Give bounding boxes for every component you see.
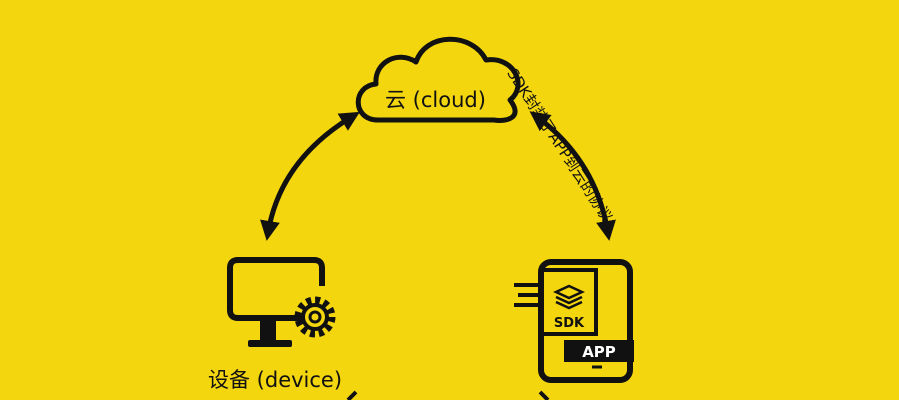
bottom-arrow-fragment-right (538, 390, 550, 400)
app-badge: APP (564, 340, 634, 362)
cloud-label: 云 (cloud) (385, 88, 486, 112)
sdk-badge-label: SDK (554, 316, 585, 331)
gear-icon (294, 296, 336, 338)
speed-lines (514, 283, 540, 307)
cloud-icon (355, 36, 521, 123)
app-cloud-arrow (529, 111, 616, 241)
device-label: 设备 (device) (208, 368, 343, 392)
app-badge-label: APP (582, 343, 616, 361)
bottom-arrow-fragment-left (346, 390, 358, 400)
computer-with-gear-icon (227, 257, 336, 347)
layers-icon (553, 284, 585, 310)
smartphone-icon: SDK APP (514, 259, 634, 383)
device-cloud-arrow (260, 111, 360, 241)
sdk-badge: SDK (540, 268, 598, 336)
